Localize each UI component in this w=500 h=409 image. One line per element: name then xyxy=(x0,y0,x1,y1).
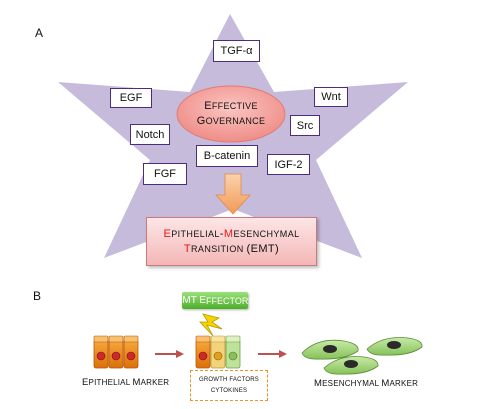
factor-fgf: FGF xyxy=(143,163,187,185)
lightning-bolt-icon xyxy=(199,313,223,337)
effective-governance-ellipse xyxy=(176,85,286,143)
arrow-transition-to-mesenchymal xyxy=(258,350,287,358)
down-arrow xyxy=(215,173,251,215)
mesenchymal-cells xyxy=(301,337,423,375)
growth-factors-cytokines-box: GROWTH FACTORS CYTOKINES xyxy=(190,370,268,401)
epithelial-marker-label: EPITHELIAL MARKER xyxy=(82,377,170,388)
factor-b-catenin: B-catenin xyxy=(196,145,258,167)
factor-egf: EGF xyxy=(110,88,152,108)
factor-wnt: Wnt xyxy=(314,87,348,107)
factor-src: Src xyxy=(290,115,320,136)
transition-cells xyxy=(195,335,241,369)
mesenchymal-marker-label: MESENCHYMAL MARKER xyxy=(314,378,419,389)
arrow-epithelial-to-transition xyxy=(155,350,184,358)
factor-tgf-alpha: TGF-α xyxy=(213,40,260,62)
emt-box: EPITHELIAL-MESENCHYMAL TRANSITION (EMT) xyxy=(146,217,317,266)
factor-igf-2: IGF-2 xyxy=(267,154,310,175)
panel-a-label: A xyxy=(35,26,44,40)
factor-notch: Notch xyxy=(130,124,170,145)
epithelial-cells xyxy=(93,335,139,369)
effective-governance-label: EFFECTIVE GOVERNANCE xyxy=(196,100,266,127)
panel-b-label: B xyxy=(33,289,42,303)
